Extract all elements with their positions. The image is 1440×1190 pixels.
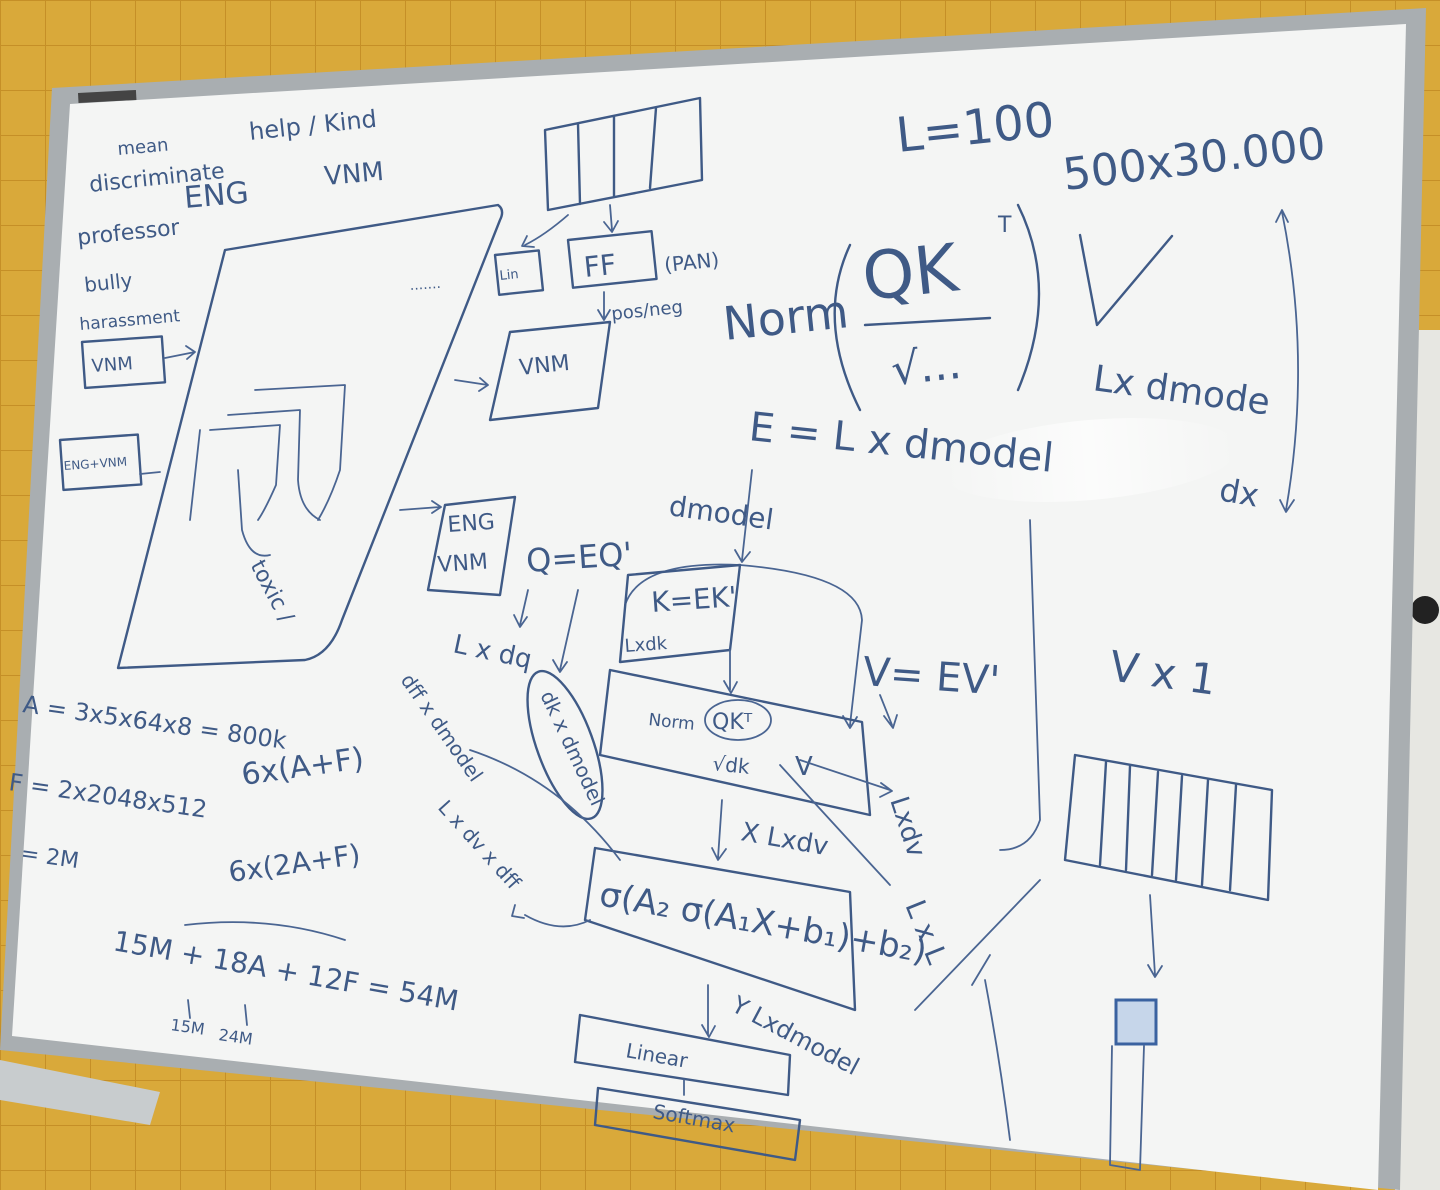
qk-large: QK [859,229,963,316]
attention-box [598,668,872,817]
eng-vnm-input-box [58,433,143,492]
dx-label: dx [1217,470,1262,514]
linear-small-label: Lin [499,267,520,284]
check-v [1078,233,1174,327]
sequence-tensor [543,96,704,212]
vnm-output-box [488,320,612,422]
pan-label: (PAN) [663,247,720,277]
board-surface [12,24,1406,1190]
linear-small-box [493,249,545,296]
sqrt-dk-small: √dk [711,751,751,779]
marker-tray [0,1060,160,1125]
paren-right-large [1016,203,1041,392]
eng-vnm-input-label: ENG+VNM [63,455,127,473]
linear-box [573,1013,792,1097]
qkt-ellipse [704,699,772,741]
lxdk-label: Lxdk [624,633,668,657]
note-mean: mean [117,135,170,160]
ff-label: FF [582,248,617,284]
note-eng-heading: ENG [183,175,250,216]
paren-left-large [833,243,862,412]
m15-label: 15M [169,1015,205,1039]
ff-box [566,230,658,289]
selected-column [1109,1045,1145,1171]
stand-knob [1411,596,1439,624]
query-eq: Q=EQ' [525,535,634,580]
sqrt-large: √... [889,338,964,396]
dataset-parallelogram [116,203,504,670]
vocab-vector [1063,753,1274,902]
ffn-box [583,846,857,1012]
top-center-diagram: Lin FF (PAN) pos/neg VNM ENG VNM [399,96,720,597]
v-small: V [795,752,813,782]
fraction-bar-large [863,316,992,327]
softmax-box [593,1086,802,1162]
note-ellipsis: ....... [409,276,441,294]
vnm-output-label: VNM [518,351,571,381]
value-eq: V= EV' [861,649,1001,704]
eng-output-label: ENG [447,510,496,538]
board-label-sticker [78,89,137,103]
note-bully: bully [83,268,134,297]
light-glare [940,418,1240,502]
transpose-sup: T [997,213,1012,238]
norm-small: Norm [647,710,695,735]
dk-dmodel-ellipse [526,669,604,821]
norm-large: Norm [721,284,851,351]
vnm-input-label: VNM [91,353,134,377]
highlight-square [1114,998,1158,1046]
m24-label: 24M [217,1025,253,1049]
key-eq: K=EK' [650,580,738,619]
eng-vnm-output-box [426,495,517,597]
note-vnm-heading: VNM [323,157,385,192]
dimension-arrow [1275,209,1299,513]
qkt-small: QKᵀ [712,710,753,735]
vnm-input-box [80,335,167,390]
vnm-output-label-2: VNM [437,550,489,578]
